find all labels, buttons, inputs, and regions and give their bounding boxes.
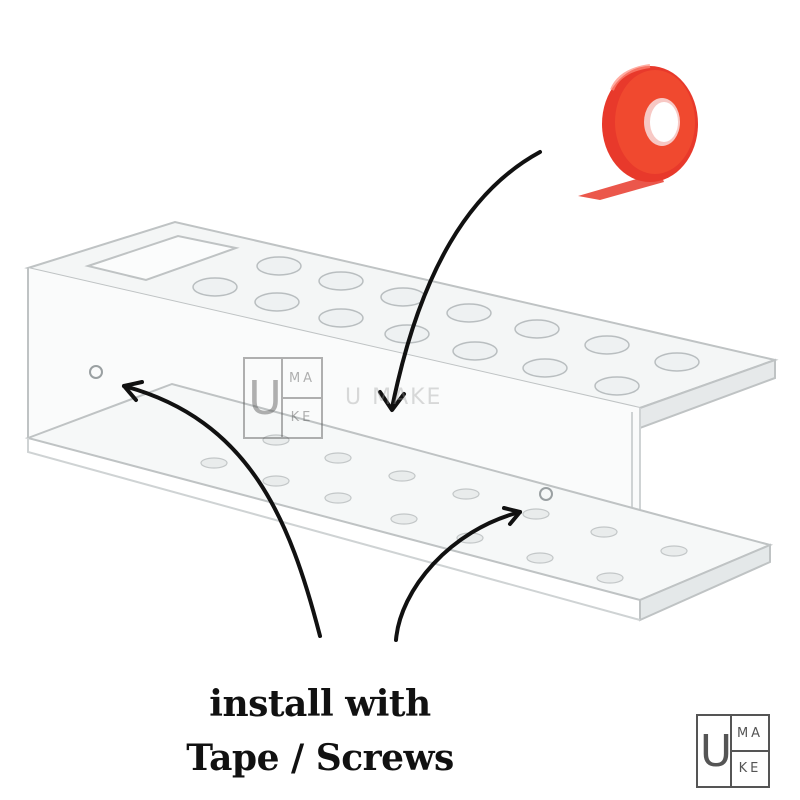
watermark-logo: U MA KE <box>243 357 323 439</box>
logo-big-letter: U <box>248 371 282 425</box>
logo-bottom-letters: KE <box>730 750 768 786</box>
acrylic-rack-icon <box>24 220 779 622</box>
logo-top-letters: MA <box>281 359 321 399</box>
tape-roll-icon <box>578 64 698 200</box>
brand-logo: U MA KE <box>696 714 770 788</box>
top-shelf-holes <box>192 256 700 396</box>
caption-line-2: Tape / Screws <box>186 737 454 779</box>
logo-big-letter: U <box>699 725 733 777</box>
watermark-text: U MAKE <box>345 385 443 410</box>
bottom-shelf-holes <box>200 434 688 584</box>
caption-line-1: install with <box>209 683 431 725</box>
logo-bottom-letters: KE <box>281 397 321 437</box>
arrow-icon <box>122 150 542 642</box>
logo-top-letters: MA <box>730 716 768 752</box>
